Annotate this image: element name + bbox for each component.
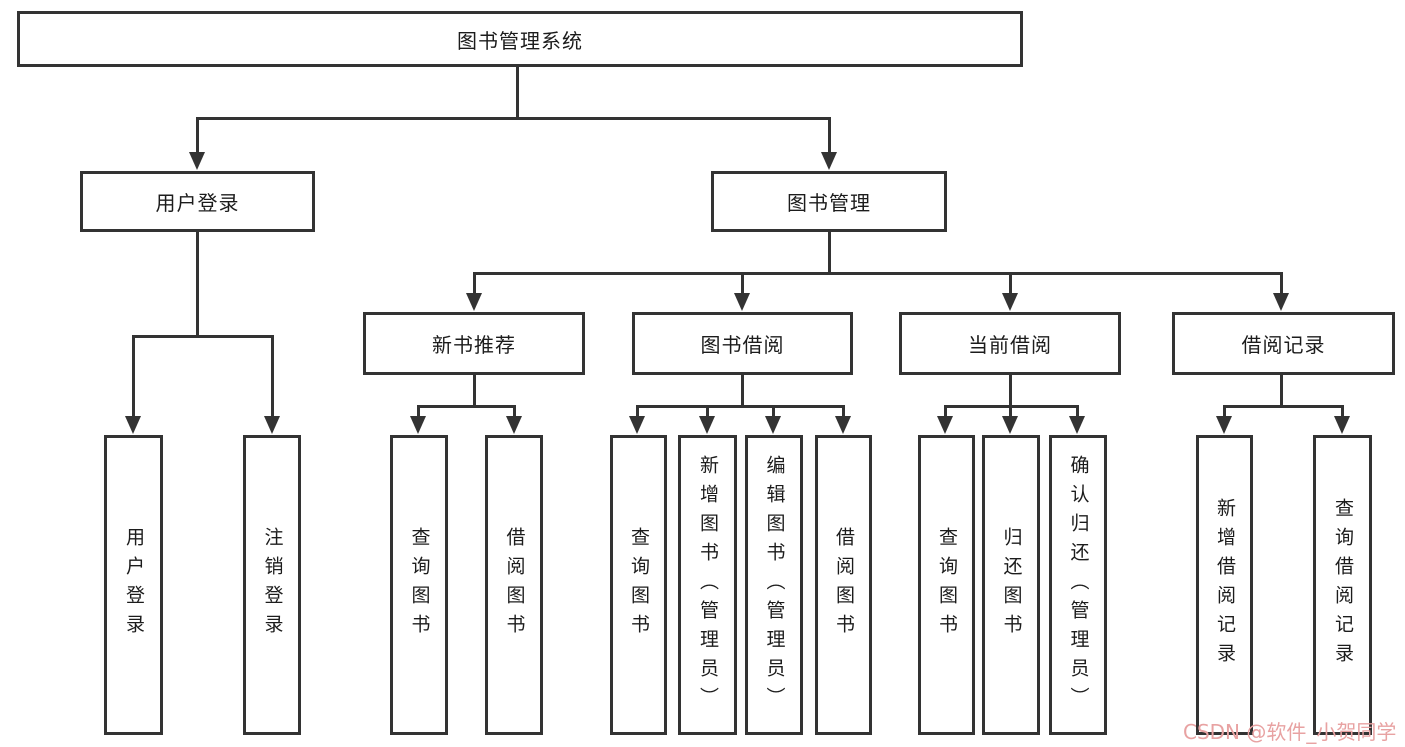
connector-line xyxy=(417,405,516,408)
connector-line xyxy=(513,405,516,418)
arrow-down-icon xyxy=(1216,416,1232,434)
connector-line xyxy=(741,373,744,405)
connector-line xyxy=(473,272,476,296)
connector-line xyxy=(473,373,476,405)
arrow-down-icon xyxy=(506,416,522,434)
node-user-login: 用户登录 xyxy=(80,171,315,232)
connector-line xyxy=(1009,405,1012,418)
arrow-down-icon xyxy=(264,416,280,434)
connector-line xyxy=(473,272,1283,275)
leaf-query-books-current: 查询图书 xyxy=(918,435,975,735)
connector-line xyxy=(828,230,831,272)
arrow-down-icon xyxy=(1069,416,1085,434)
leaf-label: 编辑图书（管理员） xyxy=(763,454,786,716)
arrow-down-icon xyxy=(835,416,851,434)
arrow-down-icon xyxy=(1273,293,1289,311)
leaf-logout: 注销登录 xyxy=(243,435,301,735)
connector-line xyxy=(706,405,709,418)
node-new-book-recommend: 新书推荐 xyxy=(363,312,585,375)
arrow-down-icon xyxy=(937,416,953,434)
connector-line xyxy=(132,335,135,418)
leaf-query-borrow-record: 查询借阅记录 xyxy=(1313,435,1372,735)
connector-line xyxy=(636,405,639,418)
leaf-confirm-return-admin: 确认归还（管理员） xyxy=(1049,435,1107,735)
connector-line xyxy=(196,117,199,155)
leaf-borrow-books: 借阅图书 xyxy=(815,435,872,735)
leaf-query-books-recommend: 查询图书 xyxy=(390,435,448,735)
leaf-label: 查询图书 xyxy=(628,527,650,643)
leaf-borrow-books-recommend: 借阅图书 xyxy=(485,435,543,735)
node-current-borrow: 当前借阅 xyxy=(899,312,1121,375)
leaf-add-borrow-record: 新增借阅记录 xyxy=(1196,435,1253,735)
leaf-label: 确认归还（管理员） xyxy=(1067,454,1090,716)
connector-line xyxy=(842,405,845,418)
leaf-label: 注销登录 xyxy=(261,527,284,643)
arrow-down-icon xyxy=(1334,416,1350,434)
arrow-down-icon xyxy=(125,416,141,434)
node-book-management: 图书管理 xyxy=(711,171,947,232)
node-root-library-system: 图书管理系统 xyxy=(17,11,1023,67)
leaf-label: 查询图书 xyxy=(936,527,958,643)
leaf-return-books: 归还图书 xyxy=(982,435,1040,735)
leaf-label: 查询图书 xyxy=(408,527,431,643)
connector-line xyxy=(196,230,199,335)
connector-line xyxy=(1280,272,1283,296)
watermark: CSDN @软件_小贺同学 xyxy=(1183,720,1397,744)
leaf-label: 用户登录 xyxy=(123,527,145,643)
connector-line xyxy=(636,405,845,408)
connector-line xyxy=(772,405,775,418)
connector-line xyxy=(1076,405,1079,418)
leaf-add-book-admin: 新增图书（管理员） xyxy=(678,435,737,735)
arrow-down-icon xyxy=(699,416,715,434)
arrow-down-icon xyxy=(821,152,837,170)
leaf-label: 新增图书（管理员） xyxy=(697,454,719,716)
connector-line xyxy=(828,117,831,155)
connector-line xyxy=(1341,405,1344,418)
connector-line xyxy=(1280,373,1283,405)
arrow-down-icon xyxy=(1002,416,1018,434)
leaf-label: 借阅图书 xyxy=(503,527,526,643)
leaf-label: 借阅图书 xyxy=(833,527,855,643)
arrow-down-icon xyxy=(1002,293,1018,311)
node-book-borrow: 图书借阅 xyxy=(632,312,853,375)
arrow-down-icon xyxy=(629,416,645,434)
leaf-label: 归还图书 xyxy=(1000,527,1023,643)
leaf-label: 查询借阅记录 xyxy=(1332,498,1354,672)
leaf-label: 新增借阅记录 xyxy=(1214,498,1236,672)
leaf-query-books-borrow: 查询图书 xyxy=(610,435,667,735)
connector-line xyxy=(741,272,744,296)
connector-line xyxy=(1223,405,1344,408)
leaf-edit-book-admin: 编辑图书（管理员） xyxy=(745,435,803,735)
arrow-down-icon xyxy=(466,293,482,311)
arrow-down-icon xyxy=(765,416,781,434)
connector-line xyxy=(132,335,274,338)
connector-line xyxy=(196,117,830,120)
connector-line xyxy=(516,66,519,117)
connector-line xyxy=(271,335,274,418)
connector-line xyxy=(1223,405,1226,418)
arrow-down-icon xyxy=(189,152,205,170)
connector-line xyxy=(944,405,947,418)
leaf-user-login: 用户登录 xyxy=(104,435,163,735)
node-borrow-record: 借阅记录 xyxy=(1172,312,1395,375)
arrow-down-icon xyxy=(410,416,426,434)
connector-line xyxy=(1009,272,1012,296)
arrow-down-icon xyxy=(734,293,750,311)
connector-line xyxy=(1009,373,1012,405)
connector-line xyxy=(417,405,420,418)
